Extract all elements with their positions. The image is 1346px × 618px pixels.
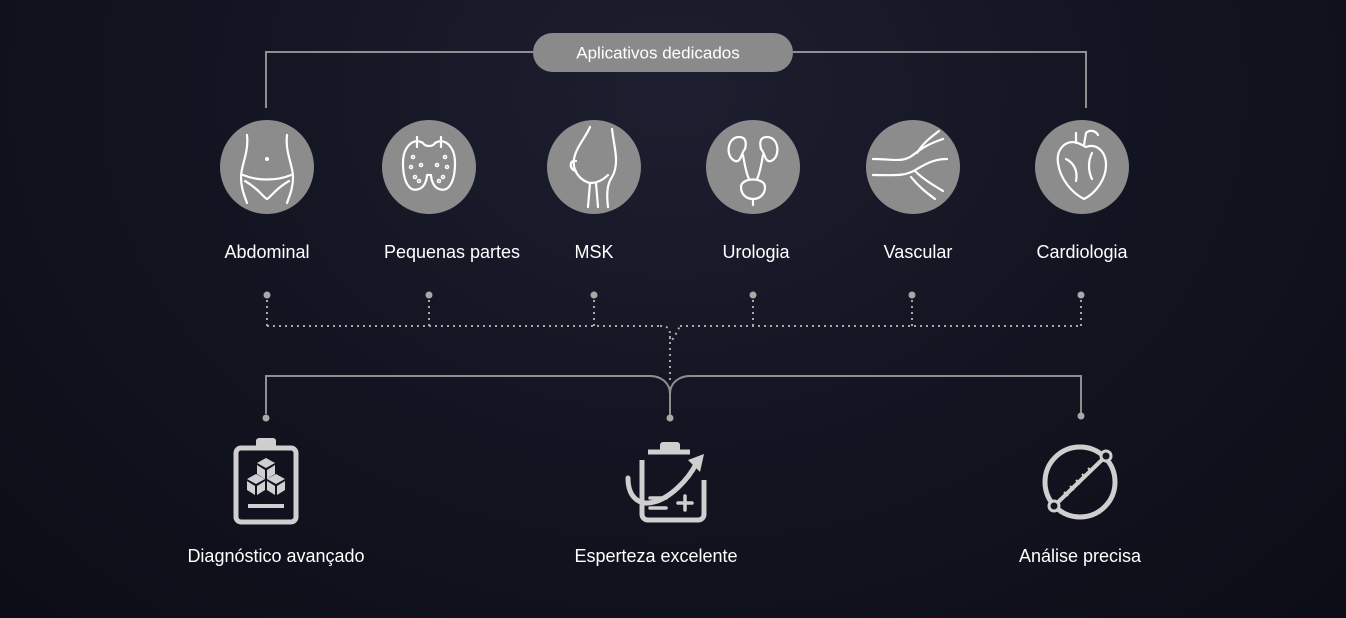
benefit-label-analise: Análise precisa — [1019, 546, 1142, 566]
knee-joint-icon — [569, 125, 618, 209]
app-label-urologia: Urologia — [722, 242, 790, 262]
clipboard-cubes-icon — [233, 438, 299, 525]
benefits-bracket — [265, 375, 1082, 416]
measurement-ring-icon — [1042, 444, 1118, 520]
header-bracket — [265, 51, 1087, 108]
blood-vessel-icon — [871, 129, 949, 201]
thyroid-icon — [401, 135, 457, 191]
app-label-cardiologia: Cardiologia — [1036, 242, 1128, 262]
app-circle-msk — [547, 120, 641, 214]
app-circle-cardiologia — [1035, 120, 1129, 214]
clipboard-arrow-icon — [625, 442, 707, 523]
app-circle-pequenas-partes — [382, 120, 476, 214]
benefit-label-esperteza: Esperteza excelente — [574, 546, 737, 566]
header-pill: Aplicativos dedicados — [533, 33, 793, 72]
dotted-connectors — [263, 291, 1085, 380]
app-circle-vascular — [866, 120, 960, 214]
application-labels: Abdominal Pequenas partes MSK Urologia V… — [224, 242, 1128, 262]
app-label-pequenas-partes: Pequenas partes — [384, 242, 520, 262]
app-label-msk: MSK — [574, 242, 613, 262]
app-label-abdominal: Abdominal — [224, 242, 309, 262]
benefit-labels: Diagnóstico avançado Esperteza excelente… — [187, 546, 1142, 566]
kidney-bladder-icon — [727, 135, 779, 207]
application-circles — [220, 120, 1129, 214]
app-label-vascular: Vascular — [884, 242, 953, 262]
heart-icon — [1056, 129, 1108, 201]
header-title: Aplicativos dedicados — [576, 44, 739, 63]
abdomen-icon — [239, 133, 295, 205]
benefit-label-diagnostico: Diagnóstico avançado — [187, 546, 364, 566]
